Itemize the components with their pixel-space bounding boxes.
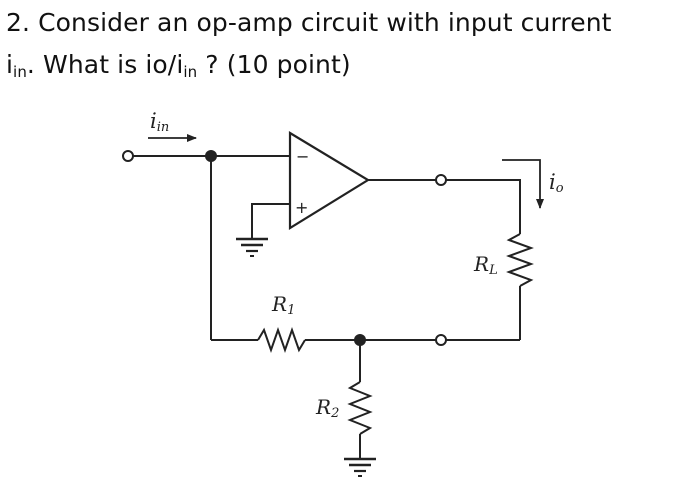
- question-line-2: iin. What is io/iin ? (10 point): [6, 50, 351, 81]
- input-current-label: iin: [150, 109, 169, 135]
- load-resistor-rl: [506, 233, 534, 287]
- noninverting-ground-wire: [251, 203, 290, 238]
- ground-icon-bottom: [344, 457, 376, 477]
- input-terminal: [122, 150, 134, 162]
- output-current-label: io: [549, 170, 564, 196]
- r2-label: R2: [315, 395, 339, 421]
- question-line-1: 2. Consider an op-amp circuit with input…: [6, 2, 686, 44]
- feedback-resistor-r1: [257, 326, 306, 354]
- question-text: 2. Consider an op-amp circuit with input…: [6, 2, 686, 86]
- shunt-resistor-r2: [347, 381, 373, 435]
- question-line-1-text: Consider an op-amp circuit with input cu…: [38, 8, 612, 37]
- output-terminal: [435, 174, 447, 186]
- question-number: 2.: [6, 8, 31, 37]
- r1-label: R1: [271, 292, 295, 318]
- output-current-arrow: [502, 159, 544, 209]
- op-amp-triangle: [288, 131, 371, 230]
- return-terminal: [435, 334, 447, 346]
- rl-label: RL: [473, 252, 498, 278]
- inverting-input-sign: −: [296, 147, 309, 166]
- load-top-wire: [446, 179, 521, 234]
- ground-icon-top: [236, 237, 268, 257]
- noninverting-input-sign: +: [295, 198, 308, 217]
